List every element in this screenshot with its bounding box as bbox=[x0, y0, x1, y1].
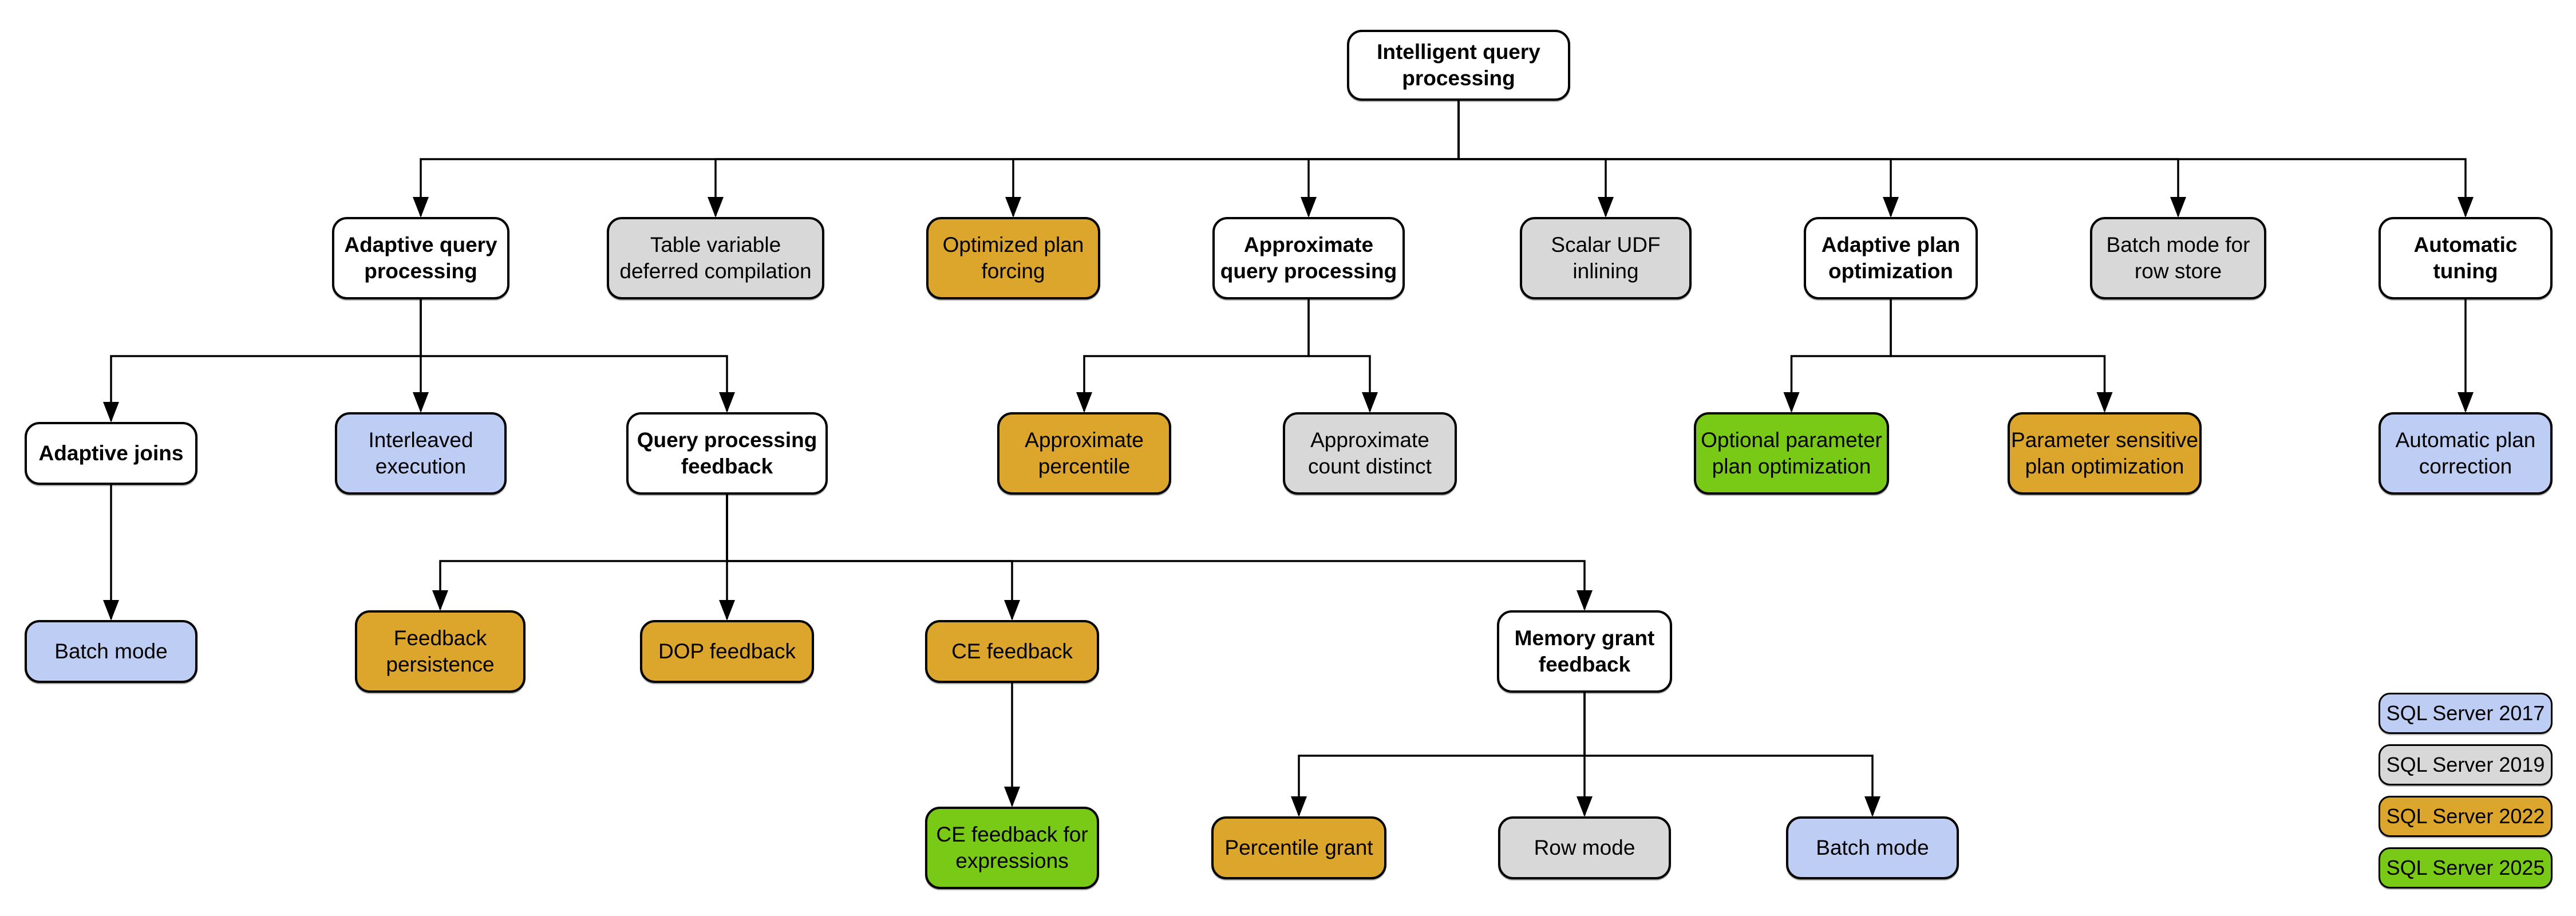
node-label: Batch mode for row store bbox=[2106, 233, 2250, 283]
node-adaptive-plan-optimization: Adaptive plan optimization bbox=[1804, 217, 1978, 299]
node-intelligent-query-processing: Intelligent query processing bbox=[1347, 30, 1570, 101]
node-label: Row mode bbox=[1534, 836, 1635, 860]
edge-root-to-tvdc bbox=[708, 101, 1460, 218]
node-label: Approximate percentile bbox=[1025, 428, 1144, 478]
node-label: Query processing feedback bbox=[637, 428, 817, 478]
node-adaptive-joins: Adaptive joins bbox=[25, 422, 197, 485]
edge-qpf-to-fp bbox=[432, 495, 728, 611]
node-label: Batch mode bbox=[54, 639, 168, 664]
node-optional-parameter-plan-optimization: Optional parameter plan optimization bbox=[1694, 412, 1889, 495]
node-label: Feedback persistence bbox=[386, 626, 495, 676]
node-interleaved-execution: Interleaved execution bbox=[335, 412, 507, 495]
node-query-processing-feedback: Query processing feedback bbox=[626, 412, 828, 495]
node-scalar-udf-inlining: Scalar UDF inlining bbox=[1520, 217, 1692, 299]
node-batch-mode: Batch mode bbox=[25, 620, 197, 683]
node-dop-feedback: DOP feedback bbox=[640, 620, 814, 683]
legend-item-label: SQL Server 2022 bbox=[2386, 804, 2545, 828]
legend-item-sql-server-2022: SQL Server 2022 bbox=[2379, 796, 2553, 837]
edge-aqp-to-aj bbox=[103, 299, 422, 423]
node-ce-feedback-for-expressions: CE feedback for expressions bbox=[925, 807, 1099, 889]
node-row-mode: Row mode bbox=[1498, 816, 1671, 879]
node-table-variable-deferred-compilation: Table variable deferred compilation bbox=[607, 217, 824, 299]
node-parameter-sensitive-plan-optimization: Parameter sensitive plan optimization bbox=[2008, 412, 2202, 495]
edge-qpf-to-mgf bbox=[726, 495, 1593, 611]
node-label: Optional parameter plan optimization bbox=[1701, 428, 1882, 478]
edge-root-to-opf bbox=[1005, 101, 1460, 218]
node-label: Adaptive plan optimization bbox=[1821, 233, 1961, 283]
node-adaptive-query-processing: Adaptive query processing bbox=[332, 217, 509, 299]
node-label: Memory grant feedback bbox=[1514, 626, 1655, 676]
edge-qpf-to-cef bbox=[726, 495, 1020, 621]
node-ce-feedback: CE feedback bbox=[925, 620, 1099, 683]
node-label: Adaptive query processing bbox=[344, 233, 497, 283]
node-label: Table variable deferred compilation bbox=[619, 233, 812, 283]
node-percentile-grant: Percentile grant bbox=[1211, 816, 1386, 879]
node-automatic-tuning: Automatic tuning bbox=[2379, 217, 2553, 299]
node-label: Intelligent query processing bbox=[1377, 40, 1540, 90]
legend-item-sql-server-2017: SQL Server 2017 bbox=[2379, 693, 2553, 734]
legend-item-sql-server-2025: SQL Server 2025 bbox=[2379, 847, 2553, 889]
edge-root-to-aqproc bbox=[1301, 101, 1460, 218]
edge-mgf-to-pg bbox=[1291, 693, 1586, 817]
node-label: Optimized plan forcing bbox=[942, 233, 1084, 283]
edge-root-to-bmrs bbox=[1457, 101, 2186, 218]
node-batch-mode: Batch mode bbox=[1786, 816, 1959, 879]
node-memory-grant-feedback: Memory grant feedback bbox=[1497, 610, 1672, 693]
edge-apo-to-pspo bbox=[1890, 299, 2113, 413]
edge-aqproc-to-apct bbox=[1076, 299, 1310, 413]
node-label: Scalar UDF inlining bbox=[1551, 233, 1661, 283]
edge-root-to-apo bbox=[1457, 101, 1899, 218]
node-label: Parameter sensitive plan optimization bbox=[2011, 428, 2198, 478]
node-batch-mode-for-row-store: Batch mode for row store bbox=[2090, 217, 2266, 299]
node-label: Automatic tuning bbox=[2413, 233, 2518, 283]
node-label: Automatic plan correction bbox=[2395, 428, 2536, 478]
node-label: CE feedback bbox=[951, 639, 1073, 664]
node-label: CE feedback for expressions bbox=[936, 823, 1088, 872]
node-approximate-count-distinct: Approximate count distinct bbox=[1283, 412, 1457, 495]
edge-root-to-at bbox=[1457, 101, 2474, 218]
edge-root-to-sui bbox=[1457, 101, 1614, 218]
legend-item-sql-server-2019: SQL Server 2019 bbox=[2379, 744, 2553, 785]
node-approximate-percentile: Approximate percentile bbox=[997, 412, 1171, 495]
edge-aqp-to-qpf bbox=[420, 299, 735, 413]
node-optimized-plan-forcing: Optimized plan forcing bbox=[926, 217, 1100, 299]
node-label: Percentile grant bbox=[1224, 836, 1373, 860]
edge-root-to-aqp bbox=[413, 101, 1460, 218]
node-label: Interleaved execution bbox=[368, 428, 473, 478]
node-feedback-persistence: Feedback persistence bbox=[355, 610, 526, 693]
node-label: DOP feedback bbox=[658, 639, 796, 664]
edge-aqproc-to-acd bbox=[1307, 299, 1378, 413]
node-approximate-query-processing: Approximate query processing bbox=[1212, 217, 1405, 299]
node-label: Approximate count distinct bbox=[1308, 428, 1432, 478]
legend-item-label: SQL Server 2019 bbox=[2386, 753, 2545, 776]
edge-apo-to-oppo bbox=[1783, 299, 1892, 413]
edge-mgf-to-bm2 bbox=[1583, 693, 1880, 817]
node-label: Batch mode bbox=[1816, 836, 1929, 860]
node-automatic-plan-correction: Automatic plan correction bbox=[2379, 412, 2553, 495]
node-label: Adaptive joins bbox=[38, 441, 184, 465]
node-label: Approximate query processing bbox=[1220, 233, 1397, 283]
legend-item-label: SQL Server 2017 bbox=[2386, 701, 2545, 725]
legend-item-label: SQL Server 2025 bbox=[2386, 856, 2545, 879]
